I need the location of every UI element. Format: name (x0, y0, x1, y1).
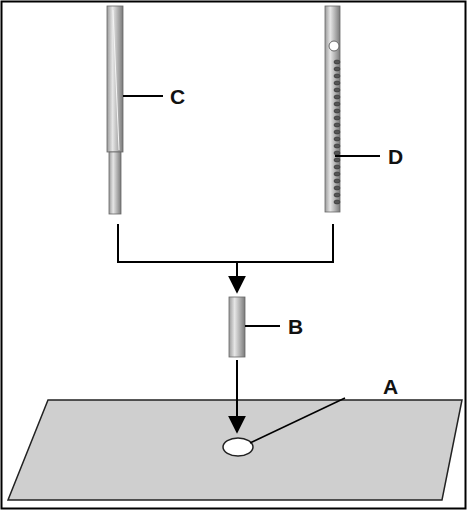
thread-ridge (334, 67, 340, 71)
thread-ridge (334, 60, 340, 64)
thread-ridge (334, 102, 340, 106)
thread-ridge (334, 123, 340, 127)
thread-ridge (334, 158, 340, 162)
sheet-hole (223, 438, 253, 456)
part-label: C (170, 86, 185, 107)
flow-arrow (236, 262, 238, 292)
tube-c-tip (109, 152, 121, 214)
tube-d (325, 6, 340, 212)
tube-d-thread (334, 60, 340, 204)
thread-ridge (334, 193, 340, 197)
thread-ridge (334, 74, 340, 78)
leader-line (245, 325, 280, 327)
part-label: B (288, 316, 303, 337)
thread-ridge (334, 186, 340, 190)
leader-line (123, 95, 163, 97)
tube-d-port (329, 41, 339, 51)
thread-ridge (334, 88, 340, 92)
leader-line (335, 155, 380, 157)
thread-ridge (334, 95, 340, 99)
thread-ridge (334, 200, 340, 204)
tube-c (107, 6, 123, 152)
thread-ridge (334, 137, 340, 141)
thread-ridge (334, 130, 340, 134)
thread-ridge (334, 179, 340, 183)
tube-b (229, 297, 245, 357)
base-sheet (8, 400, 462, 500)
thread-ridge (334, 109, 340, 113)
thread-ridge (334, 144, 340, 148)
thread-ridge (334, 172, 340, 176)
part-label: A (383, 376, 398, 397)
thread-ridge (334, 81, 340, 85)
thread-ridge (334, 116, 340, 120)
thread-ridge (334, 151, 340, 155)
part-label: D (388, 146, 403, 167)
tube-highlight (113, 10, 119, 150)
merge-bracket (118, 224, 333, 262)
flow-arrow (236, 360, 238, 432)
thread-ridge (334, 165, 340, 169)
leader-line (250, 398, 345, 443)
